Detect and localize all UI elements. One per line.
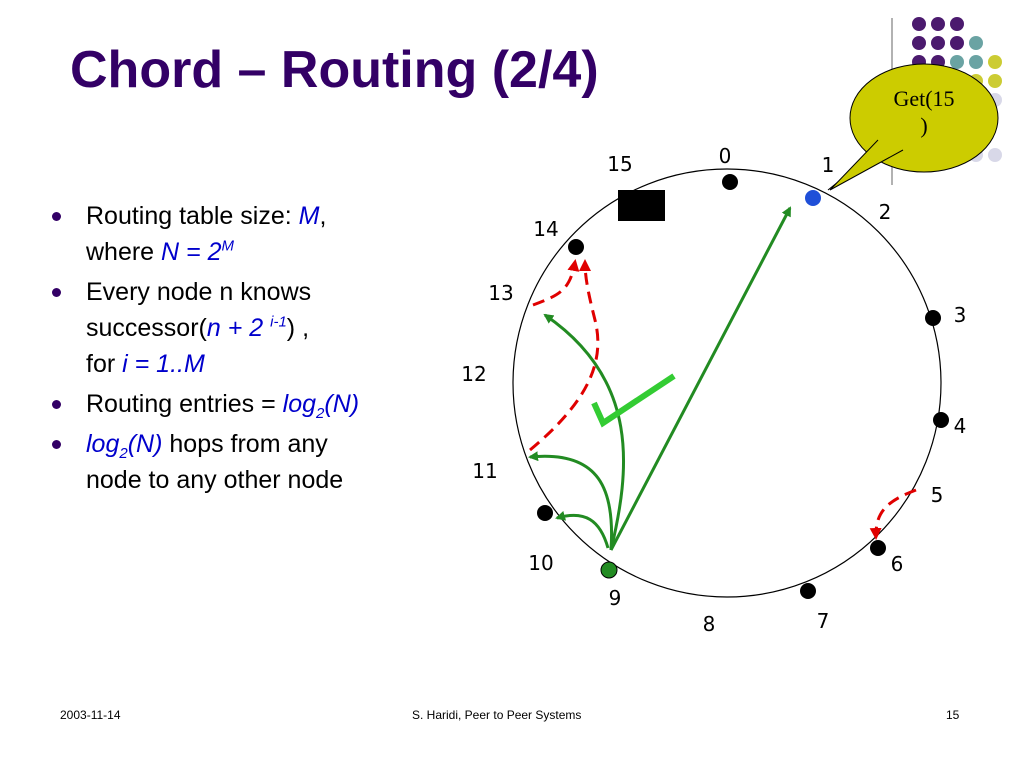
bullet-item: Routing table size: M, where N = 2M: [52, 198, 452, 270]
node-label-12: 12: [461, 362, 486, 386]
dashed-arrow-5-to-6: [869, 488, 917, 540]
node-9-start: [600, 561, 618, 579]
callout-line1: Get(15: [893, 86, 954, 111]
get-callout: Get(15 ): [827, 63, 999, 191]
bullet-item: Routing entries = log2(N): [52, 386, 452, 422]
node-3: [925, 310, 941, 326]
bullet-item: log2(N) hops from any node to any other …: [52, 426, 452, 498]
finger-arrow-to-10: [555, 510, 610, 549]
dashed-arrow-13-to-14: [532, 259, 580, 307]
node-label-8: 8: [703, 612, 716, 636]
node-label-14: 14: [533, 217, 558, 241]
footer-page-number: 15: [946, 708, 960, 722]
bullet-list: Routing table size: M, where N = 2M Ever…: [52, 198, 452, 502]
callout-line2: ): [920, 113, 927, 138]
node-label-10: 10: [528, 551, 553, 575]
node-label-6: 6: [891, 552, 904, 576]
finger-arrow-to-13: [543, 313, 626, 551]
node-label-7: 7: [817, 609, 830, 633]
node-label-9: 9: [609, 586, 622, 610]
node-label-3: 3: [954, 303, 967, 327]
check-icon: [591, 373, 676, 428]
node-label-0: 0: [719, 144, 732, 168]
bullet-dot: [52, 400, 61, 409]
footer-date: 2003-11-14: [60, 708, 121, 722]
node-label-5: 5: [931, 483, 944, 507]
finger-arrow-to-1: [609, 206, 792, 551]
bullet-dot: [52, 288, 61, 297]
node-label-4: 4: [954, 414, 967, 438]
node-label-1: 1: [822, 153, 835, 177]
slide-title: Chord – Routing (2/4): [70, 41, 599, 99]
node-11: [537, 505, 553, 521]
node-label-2: 2: [879, 200, 892, 224]
node-label-15: 15: [607, 152, 632, 176]
bullet-dot: [52, 440, 61, 449]
node-14: [568, 239, 584, 255]
bullet-dot: [52, 212, 61, 221]
node-label-11: 11: [472, 459, 497, 483]
finger-arrow-to-11: [528, 451, 614, 551]
footer-center: S. Haridi, Peer to Peer Systems: [412, 708, 582, 722]
node-15-data-key: [618, 190, 665, 221]
node-6: [870, 540, 886, 556]
node-7: [800, 583, 816, 599]
node-0: [722, 174, 738, 190]
node-4: [933, 412, 949, 428]
chord-ring: [512, 168, 942, 598]
node-label-13: 13: [488, 281, 513, 305]
dashed-arrow-11-to-14: [529, 259, 600, 452]
node-1-target: [805, 190, 821, 206]
bullet-item: Every node n knows successor(n + 2 i-1) …: [52, 274, 452, 382]
